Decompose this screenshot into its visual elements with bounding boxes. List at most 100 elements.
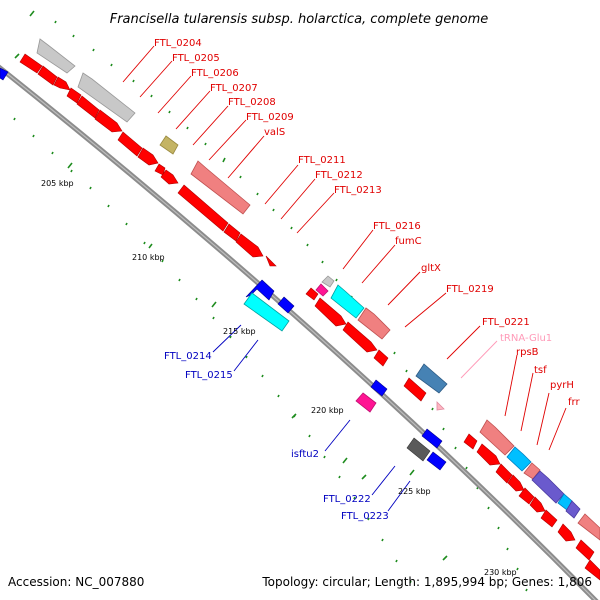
topology-label: Topology: circular; Length: 1,895,994 bp… xyxy=(261,575,592,589)
gene-label-ftl-0206[interactable]: FTL_0206 xyxy=(191,68,239,79)
cds-arrow[interactable] xyxy=(76,95,100,119)
inner-tick-track xyxy=(13,117,415,584)
gene-label-vals[interactable]: valS xyxy=(264,127,285,138)
cds-arrow[interactable] xyxy=(265,255,277,267)
cds-arrow[interactable] xyxy=(584,559,600,581)
gene-arrow[interactable] xyxy=(315,283,329,297)
cds-arrow[interactable] xyxy=(529,496,546,513)
gene-arrow[interactable] xyxy=(355,392,377,413)
gene-label-isftu2[interactable]: isftu2 xyxy=(291,449,319,460)
cds-arrow[interactable] xyxy=(305,287,319,301)
gene-arrow[interactable] xyxy=(190,160,251,215)
gene-label-ftl-0223[interactable]: FTL_0223 xyxy=(341,511,389,522)
cds-arrow[interactable] xyxy=(53,76,71,91)
gene-arrow[interactable] xyxy=(479,419,515,456)
cds-arrow[interactable] xyxy=(495,463,513,484)
gene-arrow[interactable] xyxy=(577,513,600,541)
gene-arrow[interactable] xyxy=(243,292,290,332)
cds-arrow[interactable] xyxy=(507,474,525,492)
gene-label-gltx[interactable]: gltX xyxy=(421,263,441,274)
forward-features xyxy=(36,38,600,541)
cds-arrow[interactable] xyxy=(403,377,427,402)
gene-arrow[interactable] xyxy=(277,296,295,314)
gene-arrow[interactable] xyxy=(436,401,445,411)
gene-arrow[interactable] xyxy=(77,72,136,123)
cds-arrow[interactable] xyxy=(314,297,347,327)
scale-labels: 205 kbp 210 kbp 215 kbp 220 kbp 225 kbp … xyxy=(41,179,517,577)
bottom-leader-lines xyxy=(212,324,411,512)
gene-label-ftl-0205[interactable]: FTL_0205 xyxy=(172,53,220,64)
accession-label: Accession: NC_007880 xyxy=(8,575,144,589)
cds-arrow[interactable] xyxy=(373,349,389,367)
gene-label-ftl-0209[interactable]: FTL_0209 xyxy=(246,112,294,123)
cds-band xyxy=(19,53,600,581)
cds-arrow[interactable] xyxy=(19,53,43,74)
gene-label-ftl-0215[interactable]: FTL_0215 xyxy=(185,370,233,381)
gene-label-ftl-0204[interactable]: FTL_0204 xyxy=(154,38,202,49)
gene-label-fumc[interactable]: fumC xyxy=(395,236,422,247)
gene-label-ftl-0207[interactable]: FTL_0207 xyxy=(210,83,258,94)
scale-label: 210 kbp xyxy=(132,253,165,262)
gene-arrow[interactable] xyxy=(506,446,532,472)
cds-arrow[interactable] xyxy=(117,131,143,157)
cds-arrow[interactable] xyxy=(518,487,535,505)
gene-arrow[interactable] xyxy=(421,428,443,449)
scale-label: 215 kbp xyxy=(223,327,256,336)
gene-arrow[interactable] xyxy=(415,363,448,394)
gene-label-ftl-0214[interactable]: FTL_0214 xyxy=(164,351,212,362)
cds-arrow[interactable] xyxy=(137,147,159,166)
cds-arrow[interactable] xyxy=(177,184,229,232)
gene-arrow[interactable] xyxy=(357,307,391,340)
gene-labels-top: FTL_0204 FTL_0205 FTL_0206 FTL_0207 FTL_… xyxy=(154,38,580,408)
gene-label-trna-glu1[interactable]: tRNA-Glu1 xyxy=(500,333,552,344)
gene-arrow[interactable] xyxy=(245,279,275,301)
gene-arrow[interactable] xyxy=(159,135,179,155)
cds-arrow[interactable] xyxy=(160,169,179,185)
scale-label: 230 kbp xyxy=(484,568,517,577)
gene-arrow[interactable] xyxy=(0,67,9,81)
cds-arrow[interactable] xyxy=(94,109,123,133)
cds-arrow[interactable] xyxy=(575,539,595,561)
cds-arrow[interactable] xyxy=(235,233,264,258)
gene-arrow[interactable] xyxy=(36,38,76,74)
gene-label-rpsb[interactable]: rpsB xyxy=(516,347,539,358)
gene-arrow[interactable] xyxy=(330,284,365,319)
gene-arrow[interactable] xyxy=(531,470,565,504)
gene-label-ftl-0211[interactable]: FTL_0211 xyxy=(298,155,346,166)
scale-label: 225 kbp xyxy=(398,487,431,496)
cds-arrow[interactable] xyxy=(342,321,378,353)
gene-label-ftl-0219[interactable]: FTL_0219 xyxy=(446,284,494,295)
gene-label-ftl-0213[interactable]: FTL_0213 xyxy=(334,185,382,196)
cds-arrow[interactable] xyxy=(66,87,82,104)
gene-label-pyrh[interactable]: pyrH xyxy=(550,380,574,391)
cds-arrow[interactable] xyxy=(37,65,58,86)
cds-arrow[interactable] xyxy=(476,443,501,466)
reverse-features xyxy=(243,279,447,471)
gene-label-ftl-0216[interactable]: FTL_0216 xyxy=(373,221,421,232)
trna-leader-line xyxy=(460,340,498,379)
top-leader-lines xyxy=(122,45,567,451)
gene-label-ftl-0212[interactable]: FTL_0212 xyxy=(315,170,363,181)
map-title: Francisella tularensis subsp. holarctica… xyxy=(110,12,489,27)
cds-arrow[interactable] xyxy=(557,523,576,542)
gene-arrow[interactable] xyxy=(321,275,335,288)
gene-arrow[interactable] xyxy=(406,437,431,462)
gene-labels-bottom: FTL_0214 FTL_0215 isftu2 FTL_0222 FTL_02… xyxy=(164,351,389,522)
gene-label-ftl-0221[interactable]: FTL_0221 xyxy=(482,317,530,328)
cds-arrow[interactable] xyxy=(463,433,478,450)
cds-arrow[interactable] xyxy=(223,223,241,242)
genome-backbone-highlight xyxy=(0,67,596,600)
gene-label-tsf[interactable]: tsf xyxy=(534,365,547,376)
gene-label-frr[interactable]: frr xyxy=(568,397,580,408)
scale-label: 205 kbp xyxy=(41,179,74,188)
scale-label: 220 kbp xyxy=(311,406,344,415)
gene-arrow[interactable] xyxy=(565,500,581,519)
gene-arrow[interactable] xyxy=(426,451,447,471)
cds-arrow[interactable] xyxy=(540,509,558,528)
outer-tick-track xyxy=(14,10,528,592)
gene-label-ftl-0208[interactable]: FTL_0208 xyxy=(228,97,276,108)
gene-label-ftl-0222[interactable]: FTL_0222 xyxy=(323,494,371,505)
gene-arrow[interactable] xyxy=(370,379,388,397)
